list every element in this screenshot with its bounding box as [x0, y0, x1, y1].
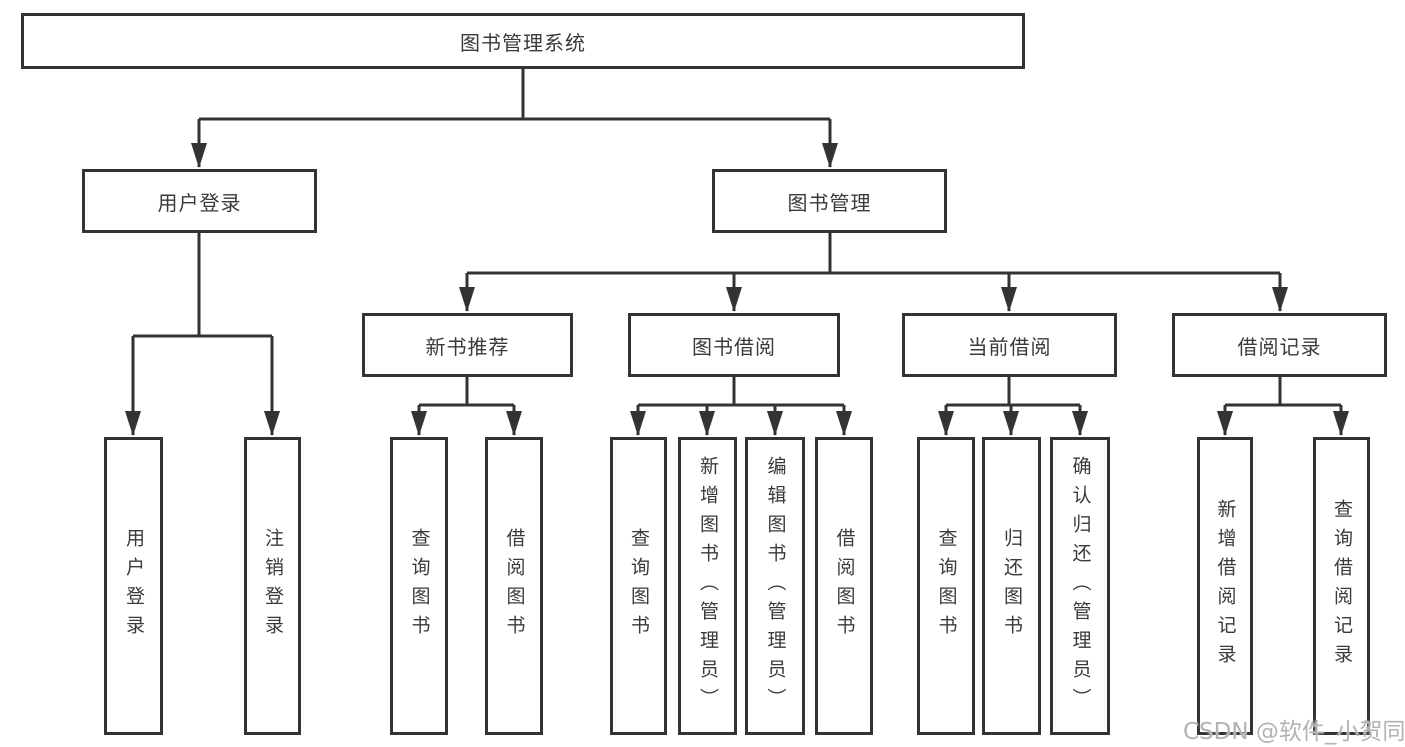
node-root-system-label: 图书管理系统	[460, 30, 586, 55]
leaf-user-login: 用户登录	[104, 437, 163, 735]
leaf-logout: 注销登录	[244, 437, 301, 735]
leaf-newbook-query-label: 查询图书	[408, 528, 431, 644]
leaf-newbook-borrow: 借阅图书	[485, 437, 543, 735]
leaf-borrow-edit-admin-label: 编辑图书（管理员）	[764, 455, 787, 717]
connector-borrow-record-branch	[1217, 377, 1349, 436]
leaf-borrow-add-admin-label: 新增图书（管理员）	[697, 455, 719, 717]
leaf-borrow-add-admin: 新增图书（管理员）	[678, 437, 737, 735]
connector-current-borrow-branch	[938, 377, 1088, 436]
connector-root-to-level2	[191, 69, 838, 168]
leaf-record-query: 查询借阅记录	[1313, 437, 1370, 735]
node-root-system: 图书管理系统	[21, 13, 1025, 69]
node-user-login: 用户登录	[82, 169, 317, 233]
leaf-current-return-label: 归还图书	[1001, 528, 1023, 644]
csdn-watermark: CSDN @软件_小贺同学	[1183, 719, 1405, 745]
connector-book-management-branch	[459, 233, 1288, 312]
leaf-borrow-book: 借阅图书	[815, 437, 873, 735]
node-borrow-record: 借阅记录	[1172, 313, 1387, 377]
node-current-borrow: 当前借阅	[902, 313, 1117, 377]
leaf-user-login-label: 用户登录	[123, 528, 145, 644]
leaf-current-return: 归还图书	[982, 437, 1041, 735]
leaf-current-query: 查询图书	[917, 437, 975, 735]
node-new-book-recommend: 新书推荐	[362, 313, 573, 377]
leaf-borrow-query-label: 查询图书	[628, 528, 650, 644]
connector-user-login-branch	[125, 233, 280, 436]
leaf-current-confirm-admin: 确认归还（管理员）	[1050, 437, 1110, 735]
leaf-borrow-edit-admin: 编辑图书（管理员）	[745, 437, 805, 735]
node-user-login-label: 用户登录	[157, 190, 242, 215]
node-borrow-record-label: 借阅记录	[1237, 334, 1322, 359]
leaf-current-confirm-admin-label: 确认归还（管理员）	[1069, 455, 1092, 717]
leaf-record-add-label: 新增借阅记录	[1214, 499, 1237, 673]
leaf-record-query-label: 查询借阅记录	[1331, 499, 1353, 673]
connector-book-borrow-branch	[630, 377, 852, 436]
leaf-current-query-label: 查询图书	[935, 528, 958, 644]
leaf-newbook-borrow-label: 借阅图书	[503, 528, 526, 644]
node-book-borrow-label: 图书借阅	[692, 334, 776, 359]
node-current-borrow-label: 当前借阅	[967, 334, 1052, 359]
leaf-borrow-query: 查询图书	[610, 437, 667, 735]
leaf-newbook-query: 查询图书	[390, 437, 448, 735]
leaf-borrow-book-label: 借阅图书	[833, 528, 856, 644]
leaf-logout-label: 注销登录	[262, 528, 284, 644]
node-book-borrow: 图书借阅	[628, 313, 840, 377]
node-new-book-recommend-label: 新书推荐	[425, 334, 510, 359]
leaf-record-add: 新增借阅记录	[1197, 437, 1253, 735]
connector-new-book-branch	[411, 377, 522, 436]
node-book-management-label: 图书管理	[787, 190, 872, 215]
node-book-management: 图书管理	[712, 169, 947, 233]
